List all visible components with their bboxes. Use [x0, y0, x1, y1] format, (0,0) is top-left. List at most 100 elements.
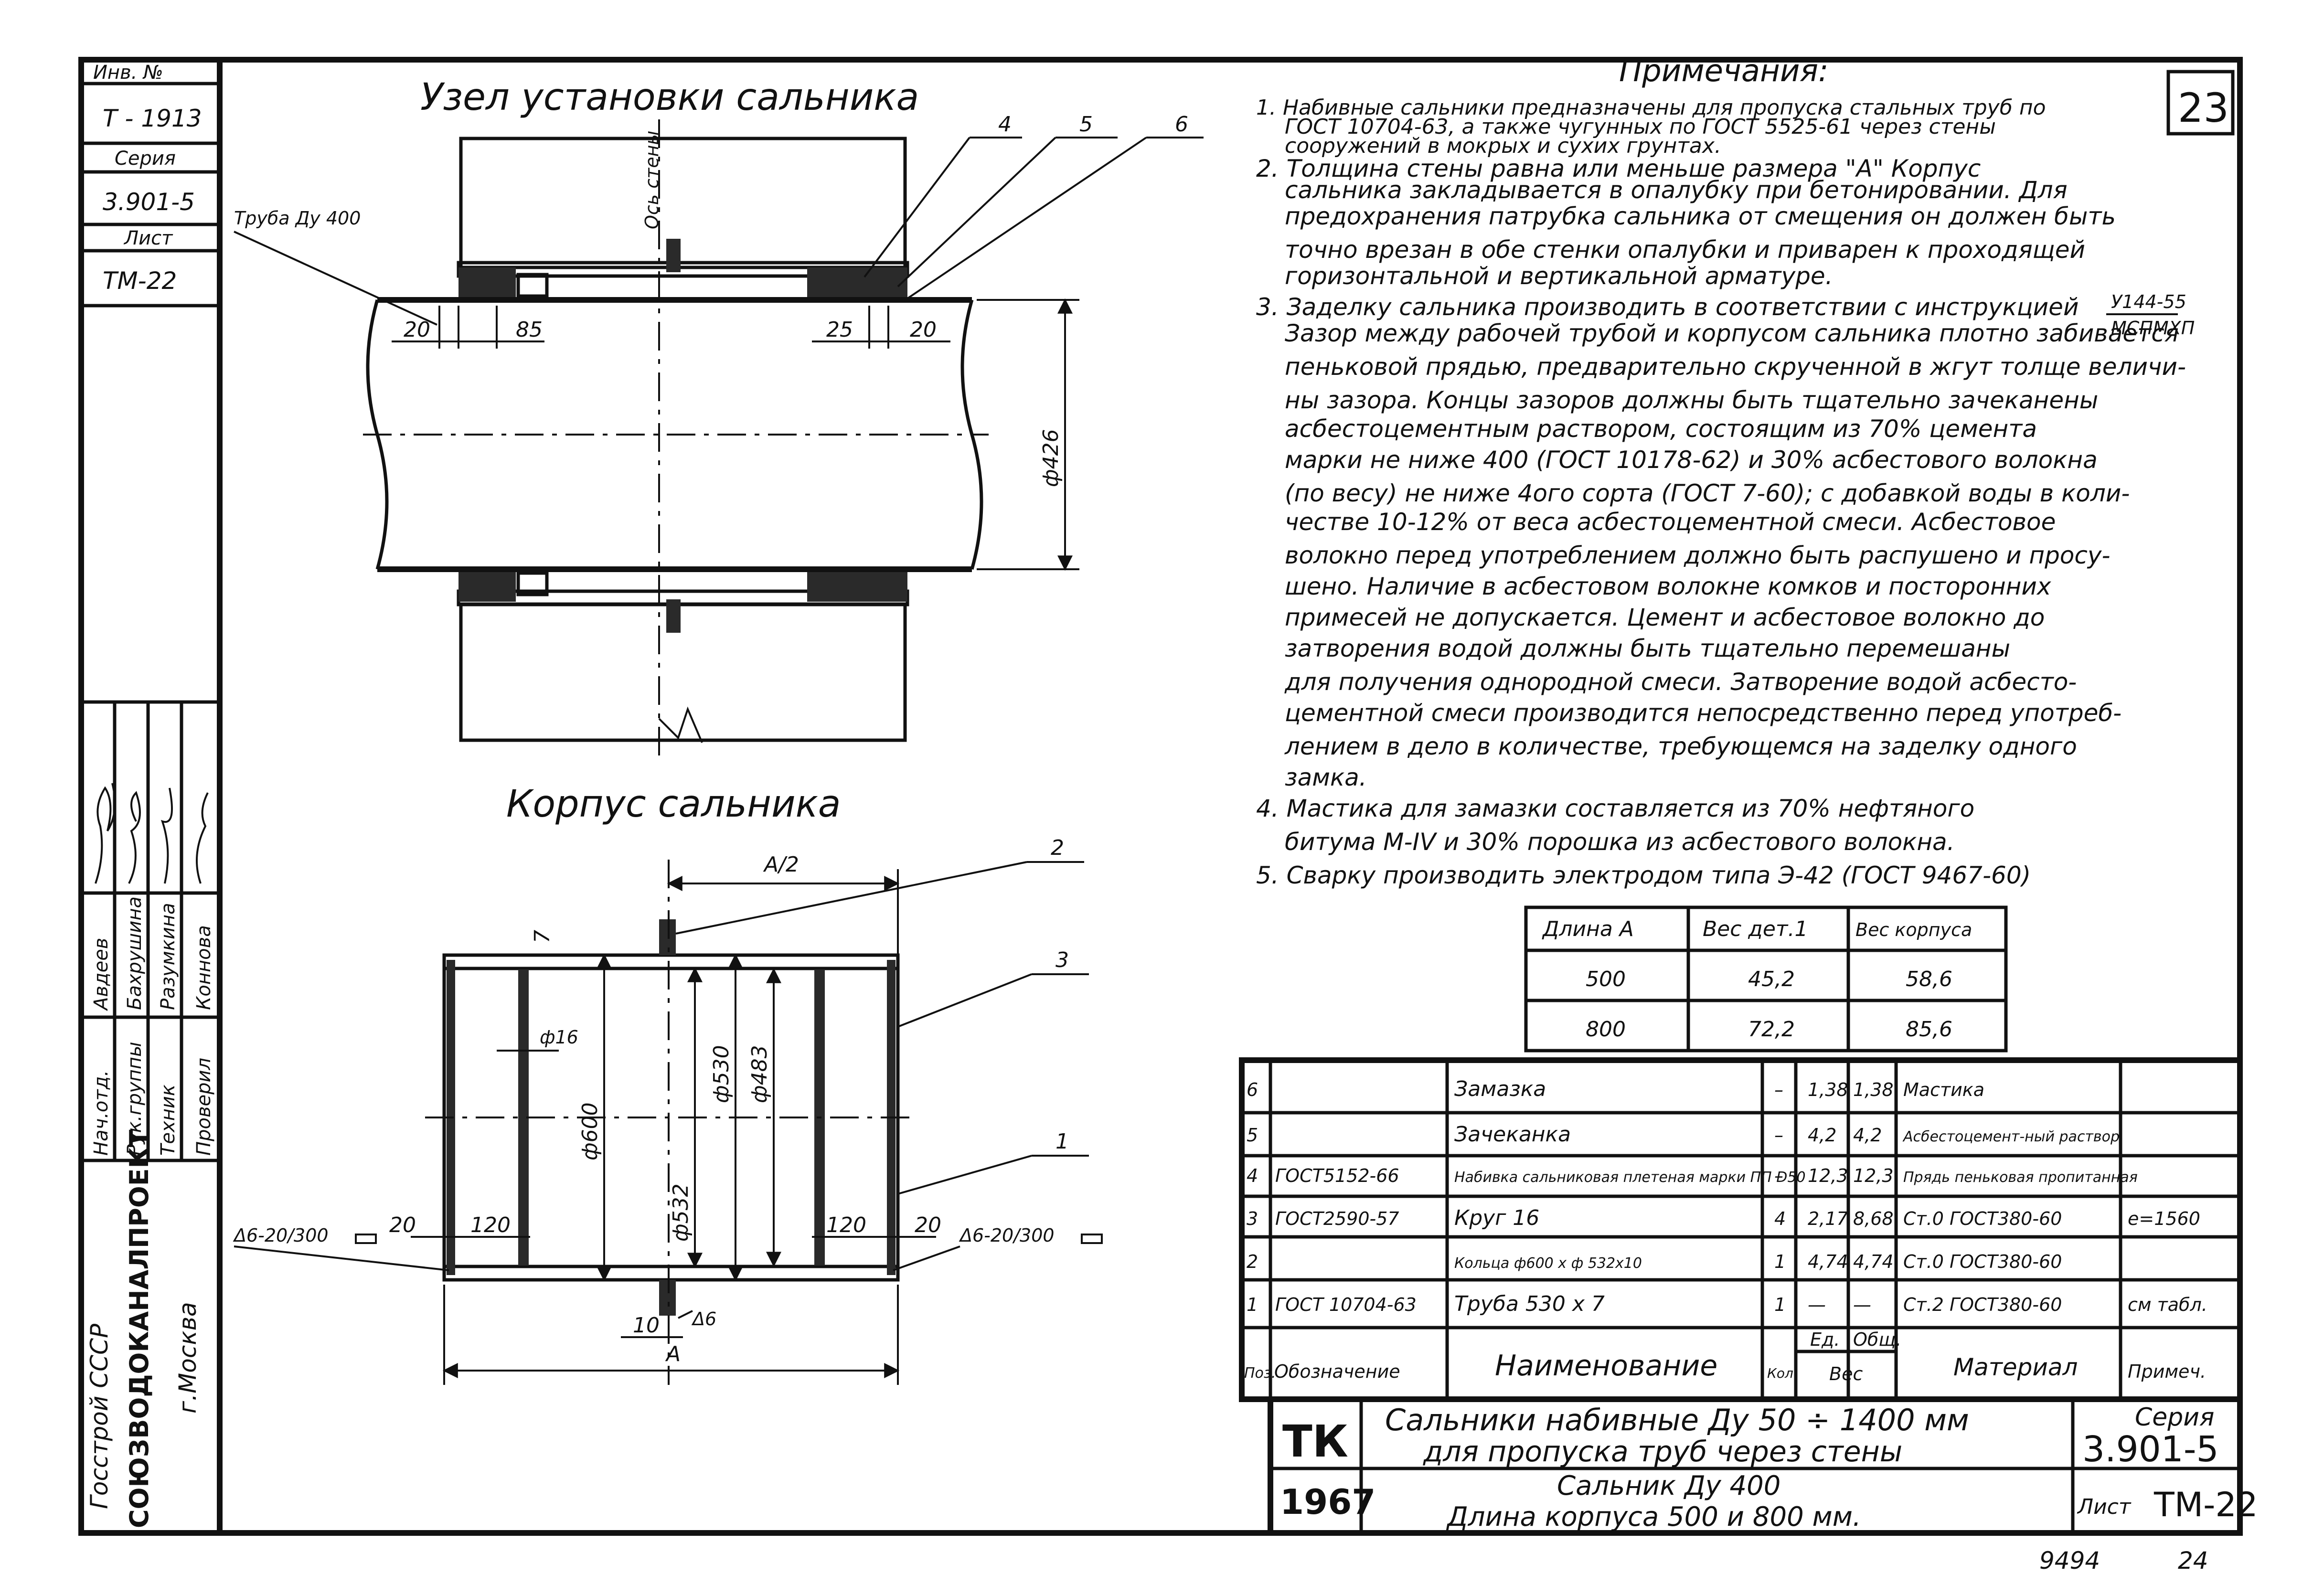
- note-line: 5. Сварку производить электродом типа Э-…: [1256, 862, 2031, 889]
- spec-cell: 5: [1247, 1125, 1258, 1146]
- spec-cell: Кольца ф600 х ф 532х10: [1454, 1255, 1642, 1272]
- spec-cell: Зачеканка: [1454, 1122, 1571, 1147]
- callout-3: 3: [1055, 948, 1069, 972]
- spec-cell: 1: [1247, 1294, 1258, 1315]
- dim-10: 10: [633, 1313, 660, 1338]
- spec-cell: 4,74: [1808, 1251, 1848, 1272]
- seal-top-right: [807, 267, 907, 298]
- note-line: ГОСТ 10704-63, а также чугунных по ГОСТ …: [1285, 115, 1996, 139]
- notes-heading: Примечания:: [1619, 53, 1829, 89]
- seal-top-left: [458, 267, 516, 298]
- note-line: 4. Мастика для замазки составляется из 7…: [1256, 795, 1974, 822]
- name-checker: Коннова: [193, 925, 215, 1010]
- spec-h-pos: Поз.: [1244, 1365, 1276, 1382]
- weights-table: Длина А Вес дет.1 Вес корпуса 500 45,2 5…: [1524, 905, 2008, 1053]
- dim-85: 85: [516, 318, 543, 342]
- name-group-lead: Бахрушина: [124, 896, 146, 1010]
- dim-phi530: ф530: [709, 1045, 734, 1103]
- role-checker: Проверил: [193, 1058, 215, 1156]
- tb-sheet-label: Лист: [2077, 1495, 2132, 1519]
- weld-left: Δ6-20/300: [233, 1225, 329, 1246]
- spec-cell: 3: [1247, 1208, 1258, 1229]
- inv-label: Инв. №: [93, 62, 163, 84]
- top-drawing-title: Узел установки сальника: [420, 76, 919, 119]
- dim-20-r: 20: [915, 1213, 941, 1237]
- dim-A: А: [665, 1342, 681, 1366]
- top-drawing: Узел установки сальника Ось стены Труба …: [234, 76, 1204, 764]
- wt-r1-len: 500: [1586, 967, 1626, 991]
- weld-right: Δ6-20/300: [959, 1225, 1055, 1246]
- tb-line2: для пропуска труб через стены: [1423, 1435, 1902, 1468]
- spec-cell: ГОСТ5152-66: [1275, 1165, 1399, 1186]
- dim-25: 25: [826, 318, 853, 342]
- tb-line1: Сальники набивные Ду 50 ÷ 1400 мм: [1385, 1403, 1969, 1437]
- side-stamp: Инв. № Т - 1913 Серия 3.901-5 Лист ТМ-22…: [81, 62, 220, 1528]
- wt-r2-p1: 72,2: [1748, 1017, 1795, 1042]
- note-line: цементной смеси производится непосредств…: [1285, 699, 2121, 727]
- note-line: 1. Набивные сальники предназначены для п…: [1256, 96, 2046, 120]
- spec-cell: –: [1774, 1079, 1783, 1100]
- spec-cell: ГОСТ 10704-63: [1275, 1294, 1417, 1315]
- bottom-drawing-title: Корпус сальника: [506, 783, 841, 826]
- wt-header-part1: Вес дет.1: [1703, 917, 1808, 941]
- rib-bottom: [659, 1280, 676, 1316]
- spec-cell: Круг 16: [1454, 1206, 1539, 1230]
- spec-cell: 8,68: [1853, 1208, 1894, 1229]
- spec-cell: е=1560: [2128, 1208, 2200, 1229]
- sheet-number: 23: [2178, 85, 2229, 131]
- sheet-label: Лист: [123, 227, 173, 249]
- instruction-ref-top: У144-55: [2111, 291, 2186, 312]
- spec-cell: –: [1774, 1165, 1783, 1186]
- spec-cell: 4,2: [1853, 1125, 1882, 1146]
- spec-h-unit: Ед.: [1810, 1329, 1840, 1350]
- spec-cell: Ст.0 ГОСТ380-60: [1903, 1208, 2062, 1229]
- role-head: Нач.отд.: [90, 1070, 112, 1156]
- tb-line4: Длина корпуса 500 и 800 мм.: [1446, 1501, 1861, 1532]
- seal-bottom-left: [458, 571, 516, 602]
- note-line: честве 10-12% от веса асбестоцементной с…: [1285, 508, 2056, 536]
- dim-20-right: 20: [910, 318, 937, 342]
- spec-cell: 1,38: [1808, 1079, 1848, 1100]
- tb-series-label: Серия: [2135, 1403, 2214, 1432]
- note-line: для получения однородной смеси. Затворен…: [1284, 668, 2077, 696]
- spec-cell: Набивка сальниковая плетеная марки ПП D5…: [1454, 1169, 1806, 1186]
- note-line: ны зазора. Концы зазоров должны быть тща…: [1285, 386, 2098, 414]
- spec-cell: —: [1808, 1294, 1826, 1315]
- instruction-ref-bottom: МСПМХП: [2111, 318, 2195, 339]
- spec-h-qty: Кол.: [1767, 1365, 1798, 1381]
- role-technician: Техник: [157, 1085, 179, 1156]
- note-line: битума М-IV и 30% порошка из асбестового…: [1285, 828, 1955, 856]
- note-line: предохранения патрубка сальника от смеще…: [1285, 202, 2116, 230]
- spec-cell: 4: [1774, 1208, 1786, 1229]
- spec-cell: 1: [1774, 1251, 1786, 1272]
- dim-120-r: 120: [826, 1213, 866, 1237]
- footer-right: 24: [2178, 1547, 2208, 1574]
- spec-cell: см табл.: [2128, 1294, 2207, 1315]
- spec-cell: Прядь пеньковая пропитанная: [1903, 1169, 2138, 1186]
- spec-cell: –: [1774, 1125, 1783, 1146]
- series-label: Серия: [115, 148, 176, 170]
- spec-cell: ГОСТ2590-57: [1275, 1208, 1399, 1229]
- seal-bottom-right: [807, 571, 907, 602]
- note-line: сооружений в мокрых и сухих грунтах.: [1285, 134, 1721, 158]
- spec-cell: 2: [1247, 1251, 1258, 1272]
- signature-1: [95, 783, 116, 884]
- dim-20-left: 20: [404, 318, 430, 342]
- spec-cell: —: [1853, 1294, 1871, 1315]
- name-head: Авдеев: [90, 938, 112, 1011]
- note-line: затворения водой должны быть тщательно п…: [1285, 635, 2010, 662]
- spec-h-name: Наименование: [1495, 1349, 1717, 1383]
- pipe-label: Труба Ду 400: [234, 208, 361, 229]
- callout-2: 2: [1051, 836, 1064, 860]
- wt-header-body: Вес корпуса: [1855, 919, 1972, 940]
- note-line: шено. Наличие в асбестовом волокне комко…: [1285, 573, 2051, 600]
- inv-value: Т - 1913: [103, 105, 202, 132]
- tb-tk: ТК: [1282, 1416, 1348, 1467]
- footer-left: 9494: [2039, 1547, 2100, 1574]
- callout-4: 4: [998, 112, 1012, 137]
- note-line: Зазор между рабочей трубой и корпусом са…: [1285, 319, 2179, 347]
- signature-2: [128, 791, 141, 884]
- dim-phi483: ф483: [747, 1045, 772, 1103]
